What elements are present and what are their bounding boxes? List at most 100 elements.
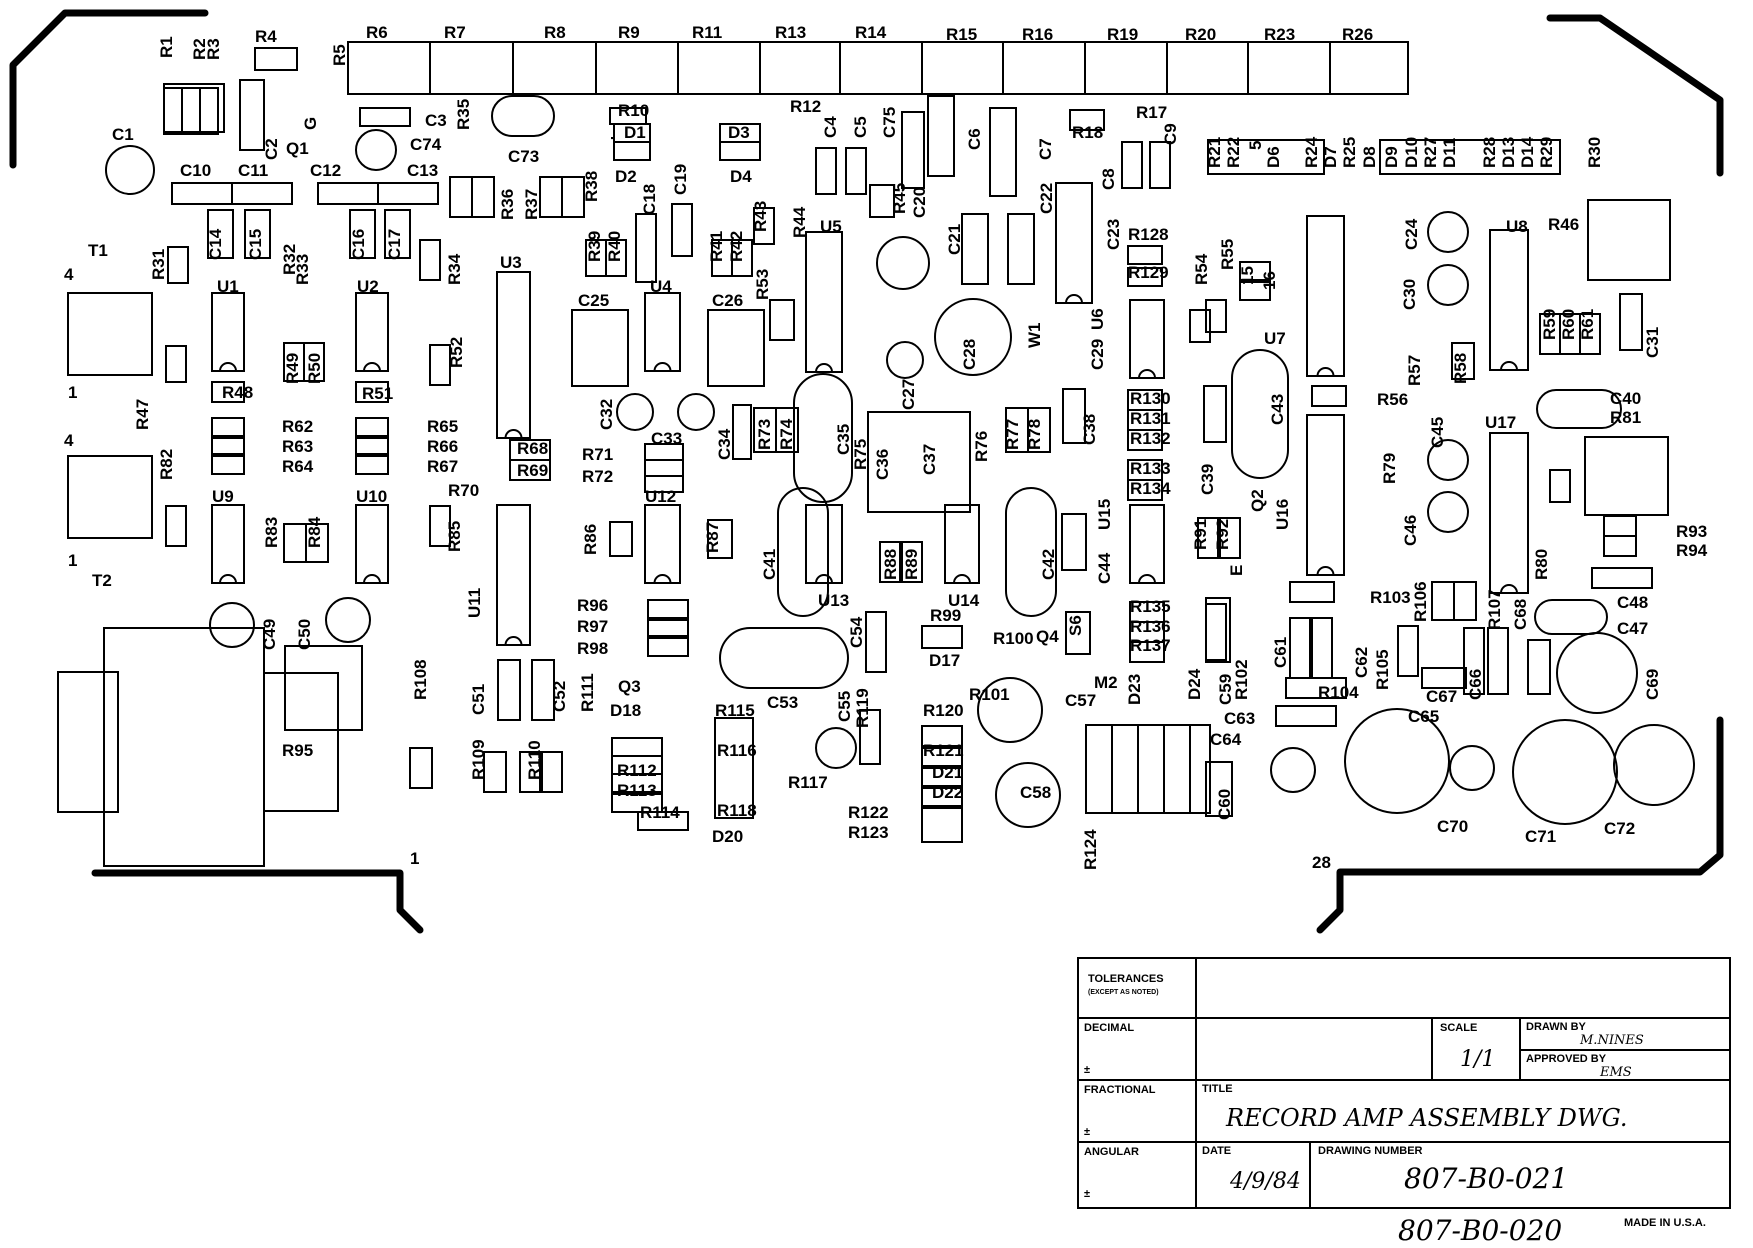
designator-r17: R17 [1136,103,1167,122]
designator-u5: U5 [820,217,842,236]
designator-r58: R58 [1451,353,1470,384]
designator-q3: Q3 [618,677,641,696]
component-outline [859,709,881,765]
approved-by-value: EMS [1599,1065,1632,1080]
designator-r100: R100 [993,629,1034,648]
component-outline [901,541,923,583]
designator-r101: R101 [969,685,1010,704]
designator-q2: Q2 [1248,489,1267,512]
component-outline [1489,229,1529,371]
designator-r50: R50 [305,353,324,384]
component-outline [707,309,765,387]
decimal-plusminus: ± [1084,1064,1090,1076]
designator-u3: U3 [500,253,522,272]
designator-c42: C42 [1039,549,1058,580]
designator-c46: C46 [1401,515,1420,546]
designator-r19: R19 [1107,25,1138,44]
designator-q4: Q4 [1036,627,1059,646]
designator-5: 5 [1246,141,1265,150]
component-outline [805,504,843,584]
component-outline [921,625,963,649]
capacitor-outline [1449,745,1495,791]
designator-16: 16 [1260,271,1279,290]
designator-r39: R39 [585,231,604,262]
designator-c12: C12 [310,161,341,180]
designator-u15: U15 [1095,499,1114,530]
designator-r88: R88 [881,549,900,580]
ic-notch [1065,294,1083,304]
ic-notch [1500,584,1518,594]
designator-c47: C47 [1617,619,1648,638]
component-outline [1603,535,1637,557]
designator-c48: C48 [1617,593,1648,612]
designator-c20: C20 [910,187,929,218]
component-outline [644,475,684,493]
designator-r41: R41 [707,231,726,262]
designator-u16: U16 [1273,499,1292,530]
component-outline [1121,141,1143,189]
designator-u1: U1 [217,277,239,296]
designator-r3: R3 [204,38,223,60]
component-outline [671,203,693,257]
designator-u10: U10 [356,487,387,506]
t1-pin1-label: 1 [68,383,77,402]
designator-c14: C14 [206,228,225,260]
designator-r86: R86 [581,524,600,555]
designator-r52: R52 [447,337,466,368]
designator-r16: R16 [1022,25,1053,44]
capacitor-outline [355,129,397,171]
component-outline [1189,724,1211,814]
designator-d18: D18 [610,701,641,720]
designator-r93: R93 [1676,522,1707,541]
designator-d2: D2 [615,167,637,186]
designator-r115: R115 [715,701,755,720]
designator-c1: C1 [112,125,134,144]
component-outline [1584,436,1669,516]
component-outline [283,523,307,563]
component-outline [1111,724,1139,814]
designator-t1: T1 [88,241,108,260]
component-outline [1239,279,1271,301]
designator-r135: R135 [1130,597,1171,616]
component-outline [377,182,439,205]
designator-r130: R130 [1130,389,1171,408]
designator-c66: C66 [1466,669,1485,700]
component-outline [1127,479,1163,501]
designator-r97: R97 [577,617,608,636]
designator-r25: R25 [1340,137,1359,168]
designator-c28: C28 [960,339,979,370]
component-outline [1027,407,1051,453]
designator-r107: R107 [1485,589,1504,630]
designator-r15: R15 [946,25,977,44]
designator-r7: R7 [444,23,466,42]
designator-r75: R75 [851,439,870,470]
component-outline [921,765,963,789]
designator-u13: U13 [818,591,849,610]
designator-r44: R44 [790,206,809,238]
board-outline [9,9,1724,934]
component-outline [211,381,245,403]
capacitor-outline [616,393,654,431]
component-outline [647,617,689,639]
designator-r64: R64 [282,457,314,476]
component-outline [1451,342,1475,380]
designator-r114: R114 [640,803,680,822]
component-outline [263,672,339,812]
pin-1-label: 1 [410,849,419,868]
component-outline [1065,611,1091,655]
component-outline [409,747,433,789]
designator-r23: R23 [1264,25,1295,44]
designator-r33: R33 [293,254,312,285]
component-outline [1149,141,1171,189]
designator-c58: C58 [1020,783,1051,802]
designator-r69: R69 [517,461,548,480]
designator-c32: C32 [597,399,616,430]
capacitor-outline [677,393,715,431]
component-outline [1239,261,1271,283]
component-outline [1306,414,1345,576]
component-outline [921,805,963,843]
designator-t2: T2 [92,571,112,590]
capacitor-outline [1270,747,1316,793]
component-outline [753,207,775,245]
component-outline [1534,599,1608,635]
